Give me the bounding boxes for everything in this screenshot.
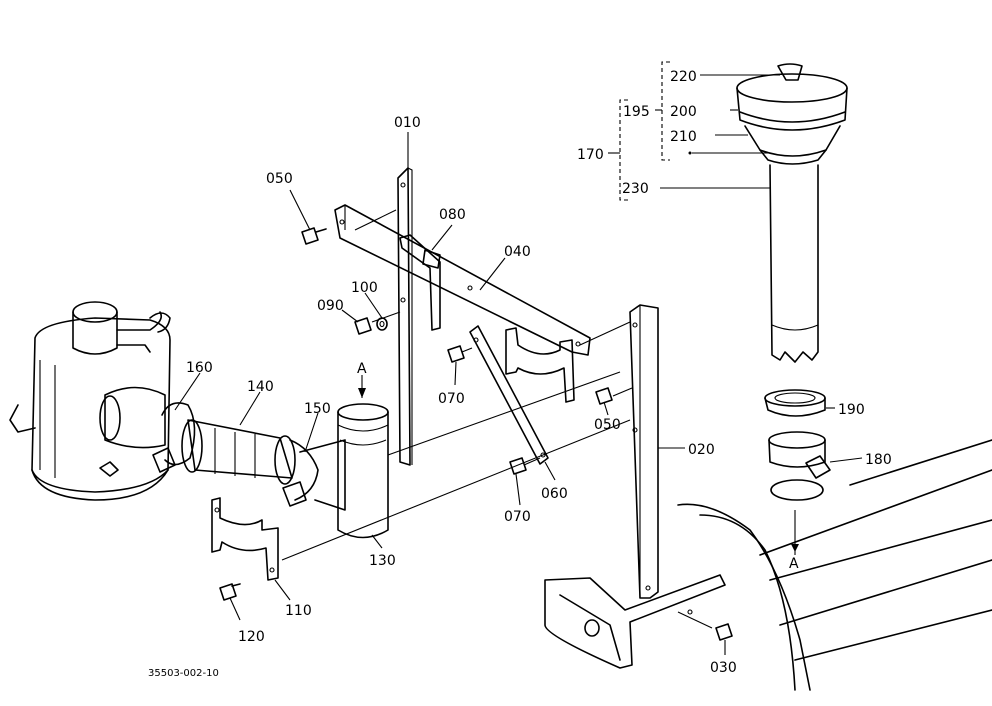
part-labels: 010 020 030 040 050 050 060 070 070 080 … [148,69,892,679]
pipe-130 [337,403,389,539]
label-230: 230 [622,181,649,197]
label-110: 110 [285,603,312,619]
clamp-180 [768,431,831,479]
bolt-090 [354,317,372,335]
label-170: 170 [577,147,604,163]
label-030: 030 [710,660,737,676]
bolt-050-lower [595,387,613,405]
label-070-upper: 070 [438,391,465,407]
label-220: 220 [670,69,697,85]
bolt-120 [219,583,241,601]
pipe-230 [769,164,819,363]
label-050-lower: 050 [594,417,621,433]
label-060: 060 [541,486,568,502]
reference-a-left: A [357,361,367,377]
band-clamp [505,327,575,403]
label-195: 195 [623,104,650,120]
label-010: 010 [394,115,421,131]
label-080: 080 [439,207,466,223]
bolt-070-lower [509,457,527,475]
ring-190 [764,389,826,417]
clamp-150 [282,439,319,507]
label-160: 160 [186,360,213,376]
hose-140 [181,419,296,485]
clamp-160 [152,402,196,473]
label-120: 120 [238,629,265,645]
stay-060 [469,325,549,465]
label-140: 140 [247,379,274,395]
drawing-code: 35503-002-10 [148,668,219,679]
group-brackets [608,61,670,201]
bolt-050-upper [301,227,327,245]
label-190: 190 [838,402,865,418]
bolt-030 [687,609,733,641]
bolt-070-upper [447,345,465,363]
label-130: 130 [369,553,396,569]
hood-panel [544,439,992,691]
label-150: 150 [304,401,331,417]
precleaner-cap [736,63,848,165]
label-210: 210 [670,129,697,145]
label-050-upper: 050 [266,171,293,187]
air-cleaner-body [9,301,171,501]
reference-a-right: A [789,556,799,572]
bracket-080 [399,234,441,331]
label-020: 020 [688,442,715,458]
label-070-lower: 070 [504,509,531,525]
leader-lines [174,74,863,655]
gasket [770,479,824,501]
label-200: 200 [670,104,697,120]
elbow-pipe [299,439,346,511]
stay-010 [397,167,413,466]
label-090: 090 [317,298,344,314]
plate-040 [334,204,591,356]
stay-020 [629,304,659,599]
assembly-lines [281,209,713,629]
label-180: 180 [865,452,892,468]
label-040: 040 [504,244,531,260]
bracket-110 [211,497,279,581]
label-100: 100 [351,280,378,296]
